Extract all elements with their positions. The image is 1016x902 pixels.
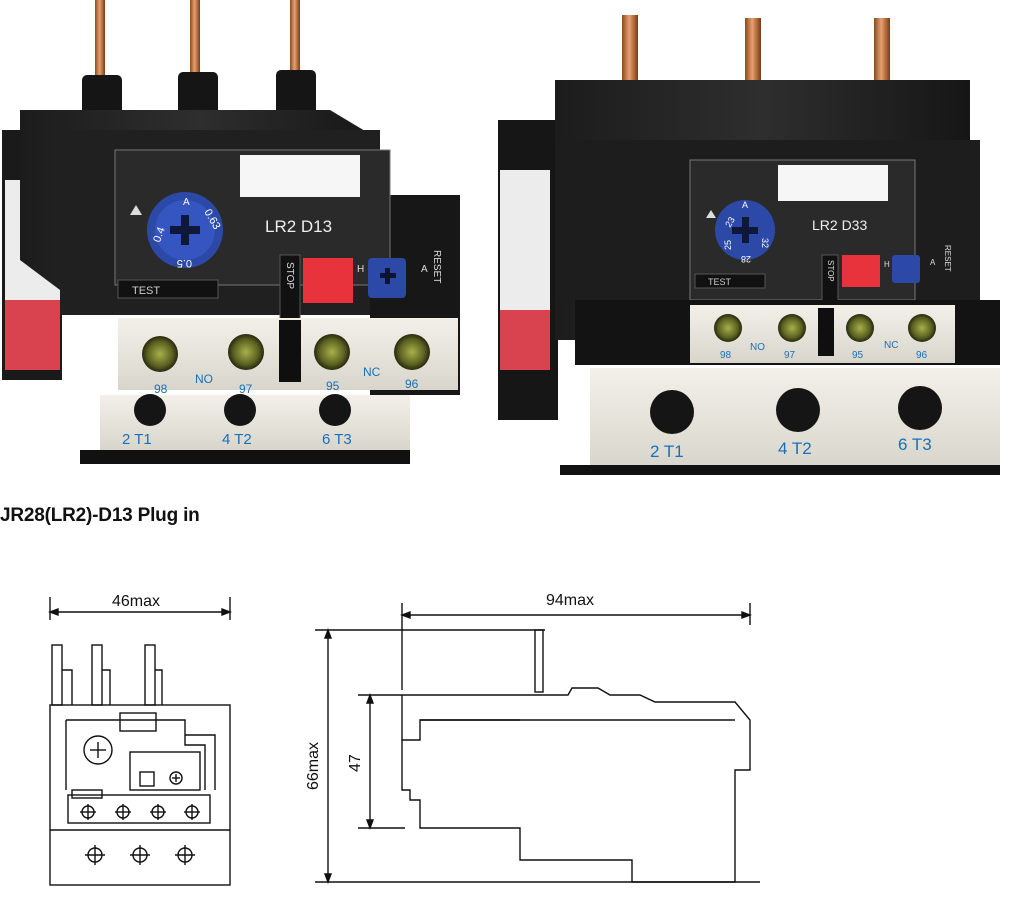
a-label: A	[421, 264, 428, 275]
aux-terminal-label: NO	[195, 372, 213, 386]
dial-mark: 23	[723, 215, 737, 229]
aux-terminal-label: 95	[852, 350, 864, 361]
main-terminal-label: 6 T3	[322, 431, 352, 448]
test-label: TEST	[708, 277, 732, 287]
model-label: LR2 D33	[812, 217, 867, 233]
dial-mark: 25	[723, 240, 733, 250]
aux-terminal-symbol	[150, 804, 166, 820]
stop-button	[303, 258, 353, 303]
h-label: H	[357, 264, 364, 275]
main-terminal-label: 2 T1	[650, 442, 684, 461]
dial-mark: 28	[741, 254, 751, 264]
side-inner-height-label: 47	[347, 754, 364, 772]
main-terminal-symbol	[175, 845, 195, 865]
front-view-drawing	[48, 597, 232, 886]
main-terminal-label: 2 T1	[122, 431, 152, 448]
a-label: A	[930, 258, 936, 267]
aux-terminal-label: 95	[326, 379, 340, 393]
aux-terminal-label: 98	[154, 382, 168, 396]
dial-mark: 32	[760, 238, 770, 248]
side-width-label: 94max	[546, 592, 594, 609]
aux-terminal-label: 97	[239, 382, 253, 396]
h-label: H	[884, 260, 890, 269]
aux-terminal-symbol	[184, 804, 200, 820]
aux-terminal-label: 96	[916, 350, 928, 361]
product-caption: JR28(LR2)-D13 Plug in	[0, 505, 200, 526]
reset-label: RESET	[431, 250, 442, 283]
aux-terminal-symbol	[80, 804, 96, 820]
stop-label: STOP	[826, 260, 835, 282]
aux-terminal-label: NO	[750, 342, 765, 353]
side-view-drawing	[315, 603, 760, 884]
product-photos: A 0.4 0.63 0.5 LR2 D13 TEST STOP H A RES…	[2, 0, 1000, 475]
stop-label: STOP	[284, 262, 295, 289]
side-height-label: 66max	[305, 742, 322, 790]
dimension-drawings: 46max 94max 66max 47	[48, 592, 760, 886]
dial-letter: A	[183, 197, 190, 208]
relay-left: A 0.4 0.63 0.5 LR2 D13 TEST STOP H A RES…	[2, 0, 460, 464]
front-width-label: 46max	[112, 593, 160, 610]
main-terminal-symbol	[130, 845, 150, 865]
relay-right: A 23 25 32 28 LR2 D33 TEST STOP H A RESE…	[498, 15, 1000, 475]
model-label: LR2 D13	[265, 217, 332, 236]
reset-label: RESET	[943, 245, 952, 272]
test-label: TEST	[132, 285, 160, 297]
dial-mark: 0.4	[151, 226, 168, 244]
main-terminal-label: 6 T3	[898, 435, 932, 454]
aux-terminal-label: 96	[405, 377, 419, 391]
aux-terminal-label: NC	[884, 340, 898, 351]
dial-mark: 0.5	[177, 257, 192, 269]
aux-terminal-label: 98	[720, 350, 732, 361]
main-terminal-label: 4 T2	[778, 439, 812, 458]
dial-letter: A	[742, 200, 748, 210]
main-terminal-label: 4 T2	[222, 431, 252, 448]
main-terminal-symbol	[85, 845, 105, 865]
aux-terminal-label: NC	[363, 365, 381, 379]
aux-terminal-symbol	[115, 804, 131, 820]
aux-terminal-label: 97	[784, 350, 796, 361]
